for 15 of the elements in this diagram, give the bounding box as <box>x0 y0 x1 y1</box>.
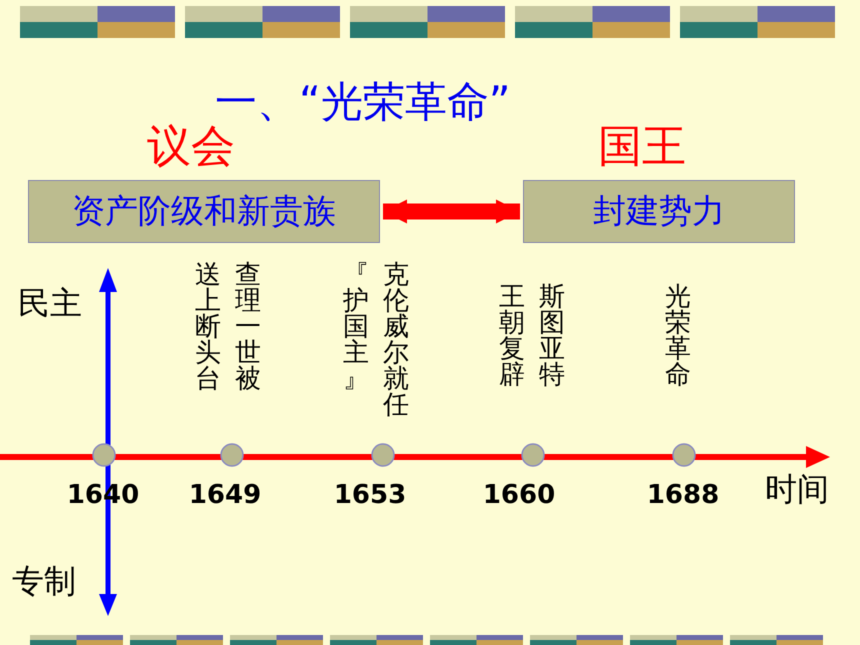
double-arrow <box>383 200 520 224</box>
heading-label: 国王 <box>598 120 686 174</box>
axis-label: 专制 <box>12 561 76 602</box>
event-label: 斯图亚特王朝复辟 <box>498 284 566 389</box>
axis-label: 民主 <box>18 283 82 324</box>
year-label: 1653 <box>334 480 406 510</box>
box-label: 资产阶级和新贵族 <box>72 190 336 232</box>
axis-label: 时间 <box>765 469 829 510</box>
year-label: 1688 <box>646 480 720 510</box>
box-label: 封建势力 <box>593 190 725 232</box>
event-label: 光荣革命 <box>664 284 692 389</box>
event-label: 克伦威尔就任『护国主』 <box>342 262 410 419</box>
year-label: 1660 <box>482 480 556 510</box>
year-label: 1649 <box>188 480 262 510</box>
event-label: 查理一世被送上断头台 <box>194 262 262 393</box>
